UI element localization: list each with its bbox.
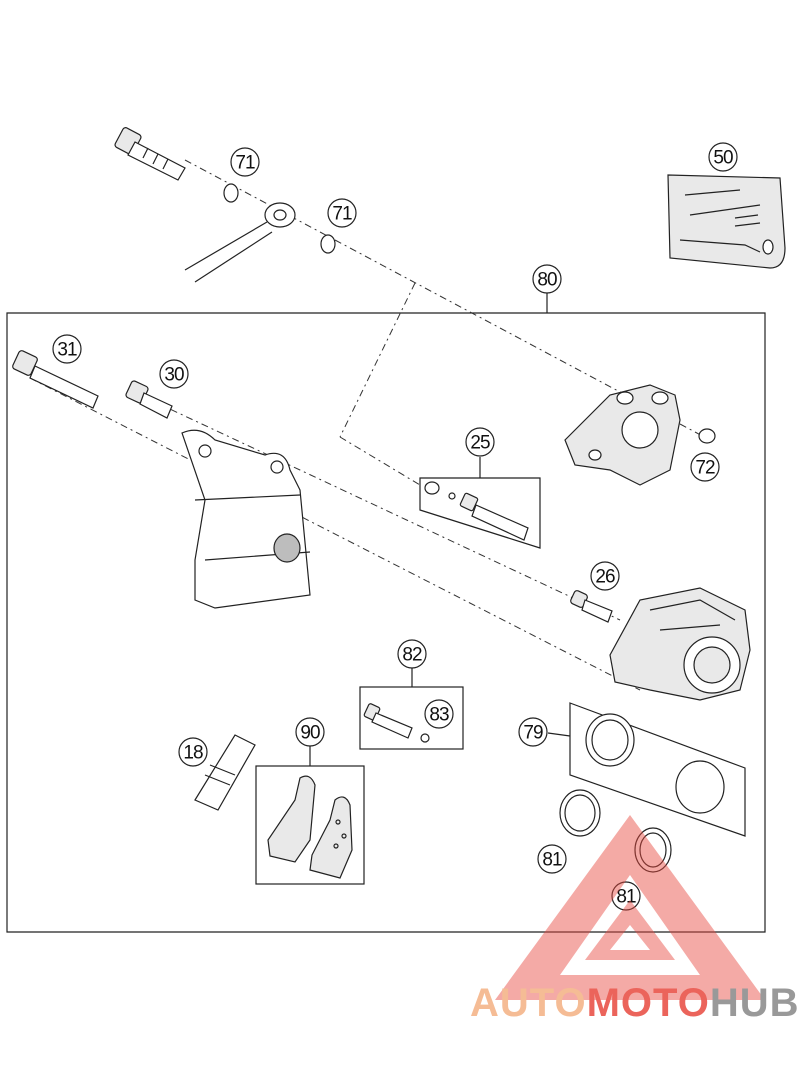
bolt-kit-82 <box>359 686 464 750</box>
callout-31: 31 <box>52 334 82 364</box>
callout-81-right: 81 <box>611 881 641 911</box>
svg-text:25: 25 <box>470 433 490 454</box>
callout-50: 50 <box>708 142 738 172</box>
brake-hose <box>184 202 296 283</box>
callout-26: 26 <box>590 561 620 591</box>
caliper-bracket <box>181 429 311 609</box>
callout-81-left: 81 <box>537 844 567 874</box>
svg-text:82: 82 <box>402 645 422 666</box>
callout-71-upper: 71 <box>230 147 260 177</box>
watermark-auto: AUTO <box>470 981 587 1025</box>
svg-text:18: 18 <box>183 743 203 764</box>
banjo-bolt <box>114 127 186 181</box>
callout-30: 30 <box>159 359 189 389</box>
caliper-carrier <box>564 384 681 486</box>
callout-79: 79 <box>518 717 548 747</box>
svg-text:80: 80 <box>537 270 557 291</box>
svg-text:72: 72 <box>695 458 715 479</box>
watermark-logo: AUTOMOTOHUB <box>470 815 800 1025</box>
leader-lines <box>309 293 571 766</box>
callout-25: 25 <box>465 427 495 457</box>
svg-text:50: 50 <box>713 148 733 169</box>
svg-text:79: 79 <box>523 723 543 744</box>
pad-spring-18 <box>194 734 256 811</box>
svg-text:71: 71 <box>235 153 255 174</box>
callout-72: 72 <box>690 452 720 482</box>
bolt-31 <box>12 350 99 409</box>
piston-kit-79 <box>569 702 746 837</box>
assembly-frame <box>6 312 766 933</box>
svg-text:90: 90 <box>300 723 320 744</box>
seal-81-left-inner <box>564 794 596 832</box>
svg-text:26: 26 <box>595 567 615 588</box>
callout-71-lower: 71 <box>327 198 357 228</box>
seal-81-right-inner <box>639 832 667 868</box>
callout-83: 83 <box>424 699 454 729</box>
svg-text:31: 31 <box>57 340 77 361</box>
svg-text:81: 81 <box>616 887 636 908</box>
watermark-moto: MOTO <box>587 981 710 1025</box>
seal-81-right <box>634 827 672 873</box>
watermark-triangle <box>495 815 765 1000</box>
svg-text:30: 30 <box>164 365 184 386</box>
svg-text:71: 71 <box>332 204 352 225</box>
bleed-kit-card <box>667 174 786 269</box>
callout-82: 82 <box>397 639 427 669</box>
svg-text:AUTOMOTOHUB: AUTOMOTOHUB <box>470 981 800 1025</box>
bolt-30 <box>125 380 173 419</box>
watermark-hub: HUB <box>710 981 800 1025</box>
callout-18: 18 <box>178 737 208 767</box>
callout-90: 90 <box>295 717 325 747</box>
washer-71-lower <box>320 234 336 254</box>
pin-kit-25 <box>419 477 541 549</box>
pin-26 <box>570 590 613 623</box>
seal-81-left <box>559 789 601 837</box>
callout-80: 80 <box>532 264 562 294</box>
washer-71-upper <box>223 183 239 203</box>
brake-pads-90 <box>255 765 365 885</box>
svg-text:81: 81 <box>542 850 562 871</box>
washer-72 <box>698 428 716 444</box>
svg-text:83: 83 <box>429 705 449 726</box>
caliper-body <box>609 587 751 701</box>
